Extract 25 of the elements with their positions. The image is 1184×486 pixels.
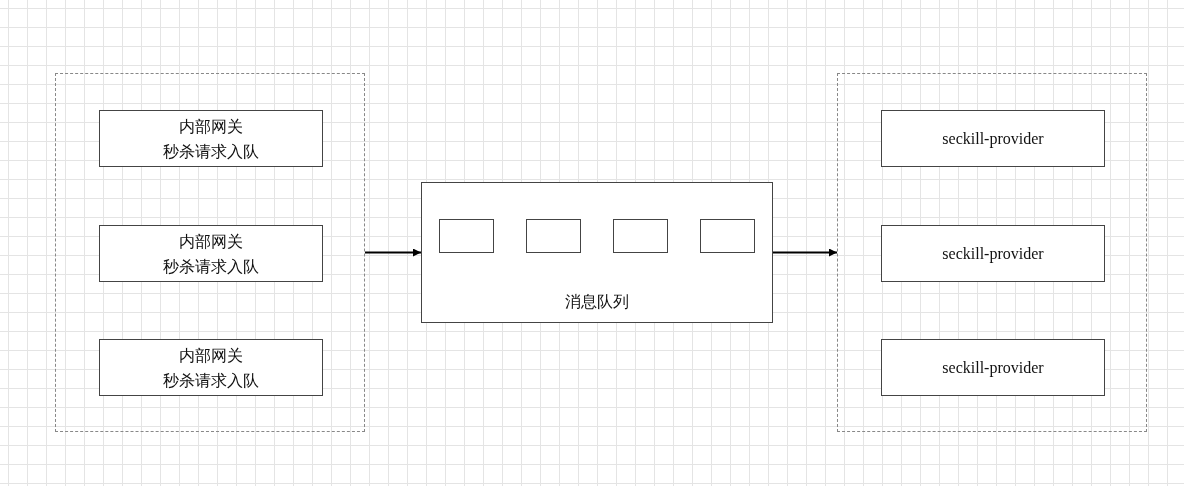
process-box xyxy=(881,225,1105,282)
process-box xyxy=(881,110,1105,167)
node-label: 内部网关 xyxy=(179,231,243,252)
arrow xyxy=(772,248,838,257)
queue-box xyxy=(421,182,773,323)
node-label: seckill-provider xyxy=(942,244,1044,265)
node-label: seckill-provider xyxy=(942,358,1044,379)
dashed-group-box xyxy=(55,73,365,432)
queue-slot-box xyxy=(613,219,668,253)
node-label: 消息队列 xyxy=(565,292,629,312)
process-box xyxy=(99,339,323,396)
process-box xyxy=(881,339,1105,396)
node-label: 秒杀请求入队 xyxy=(163,256,259,277)
queue-slot-box xyxy=(526,219,581,253)
queue-slot-box xyxy=(439,219,494,253)
node-label: seckill-provider xyxy=(942,129,1044,150)
node-label: 内部网关 xyxy=(179,116,243,137)
node-label: 内部网关 xyxy=(179,345,243,366)
process-box xyxy=(99,110,323,167)
arrow xyxy=(364,248,422,257)
node-label: 秒杀请求入队 xyxy=(163,370,259,391)
node-label: 秒杀请求入队 xyxy=(163,141,259,162)
dashed-group-box xyxy=(837,73,1147,432)
process-box xyxy=(99,225,323,282)
queue-slot-box xyxy=(700,219,755,253)
